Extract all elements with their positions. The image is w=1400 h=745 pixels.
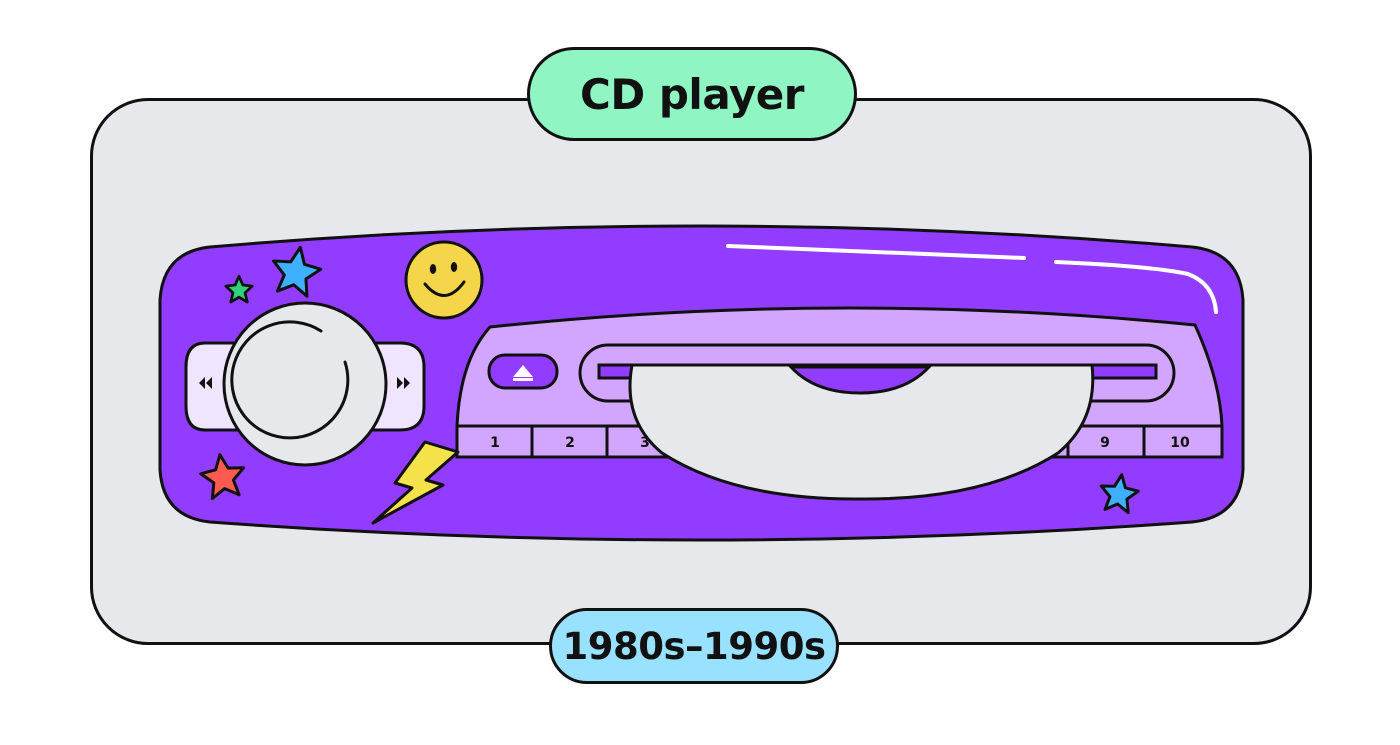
preset-button-1[interactable]: 1 (490, 435, 500, 451)
star-icon (1099, 473, 1140, 515)
page-title: CD player (580, 69, 804, 119)
volume-knob[interactable] (222, 301, 388, 467)
glare-line (726, 244, 1026, 260)
preset-button-9[interactable]: 9 (1100, 435, 1110, 451)
glare-line (1054, 260, 1218, 314)
star-icon (224, 274, 254, 304)
star-icon (272, 245, 323, 298)
title-pill: CD player (527, 47, 857, 141)
era-label: 1980s–1990s (562, 624, 826, 668)
cd-disc-hub (787, 365, 933, 395)
preset-button-10[interactable]: 10 (1170, 435, 1190, 451)
preset-button-2[interactable]: 2 (565, 435, 575, 451)
era-pill: 1980s–1990s (549, 608, 839, 684)
fast-forward-icon[interactable] (397, 377, 410, 389)
eject-icon (513, 365, 533, 377)
cd-disc (628, 363, 1095, 501)
preset-button-3[interactable]: 3 (640, 435, 650, 451)
volume-knob-ring (230, 320, 350, 440)
star-icon (199, 453, 245, 500)
smiley-icon (404, 240, 484, 320)
rewind-icon[interactable] (199, 377, 212, 389)
lightning-bolt-icon (371, 440, 460, 525)
